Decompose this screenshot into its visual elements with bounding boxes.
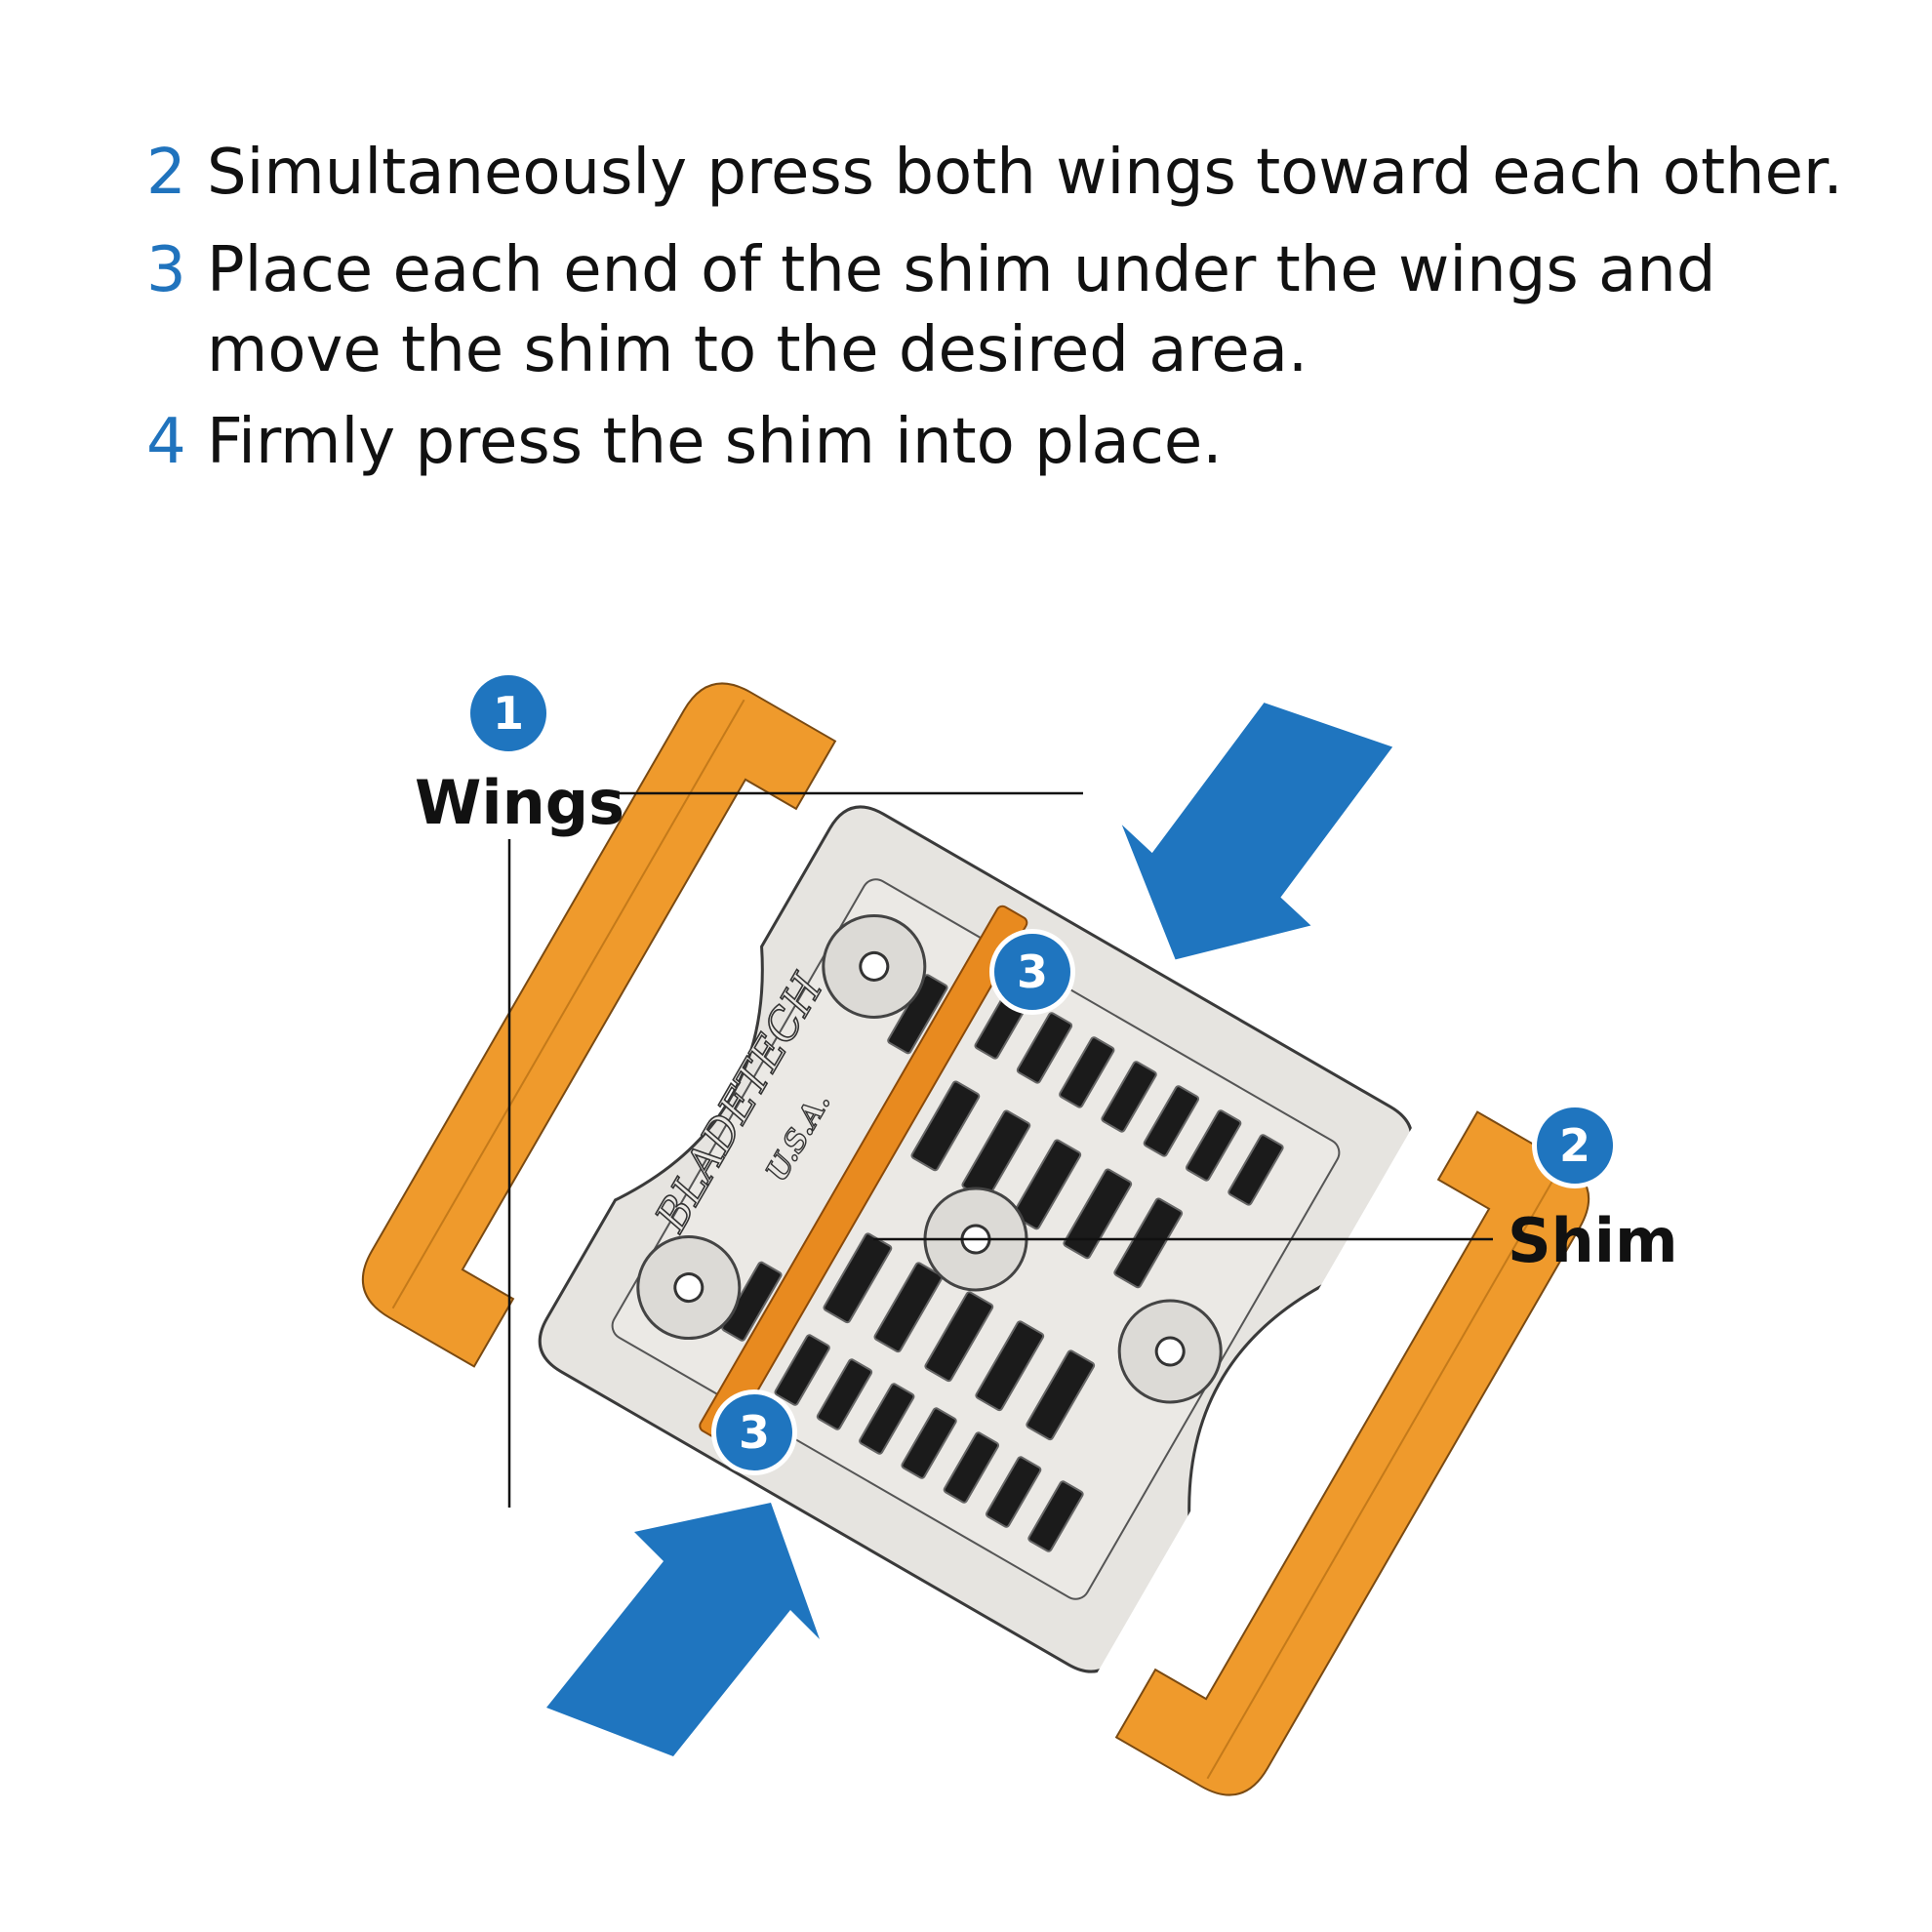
slot	[887, 974, 948, 1055]
step-2: 2 Simultaneously press both wings toward…	[146, 133, 1866, 213]
wing-left	[361, 682, 837, 1368]
step-text: Place each end of the shim under the win…	[207, 234, 1716, 386]
callout-badge-wings: 1	[465, 670, 551, 756]
wing-edge	[391, 699, 745, 1309]
screw-hole	[1154, 1336, 1186, 1367]
step-4: 4 Firmly press the shim into place.	[146, 402, 1866, 482]
callout-badge-shim: 2	[1532, 1103, 1618, 1188]
press-arrow-icon	[546, 1503, 820, 1756]
slot	[1059, 1036, 1115, 1108]
slot-group	[721, 974, 1284, 1552]
slot	[1113, 1197, 1184, 1289]
slot	[859, 1383, 915, 1455]
shim-label: Shim	[1508, 1205, 1678, 1276]
wings-label: Wings	[415, 767, 625, 838]
slot	[1026, 1349, 1096, 1441]
slot	[943, 1431, 1000, 1504]
screw-hole	[859, 950, 890, 982]
slot	[910, 1080, 981, 1172]
callout-badge-shim-top: 3	[989, 929, 1075, 1015]
slot	[774, 1334, 830, 1406]
slot	[816, 1358, 873, 1430]
screw-hole	[673, 1272, 704, 1304]
screw-holes	[636, 913, 1223, 1404]
slot	[1016, 1012, 1073, 1084]
slot	[1143, 1085, 1200, 1157]
callout-badge-shim-bottom: 3	[711, 1389, 797, 1475]
step-text: Firmly press the shim into place.	[207, 406, 1223, 478]
step-text: Simultaneously press both wings toward e…	[207, 137, 1843, 209]
slot	[1027, 1480, 1084, 1552]
step-number: 4	[146, 406, 186, 478]
wing-window	[1093, 1121, 1545, 1747]
step-3: 3 Place each end of the shim under the w…	[146, 230, 1866, 390]
step-number: 2	[146, 137, 186, 209]
slot	[901, 1407, 957, 1479]
slot	[1186, 1109, 1242, 1182]
slot	[924, 1291, 994, 1383]
slot	[1101, 1061, 1157, 1133]
slot	[975, 1320, 1045, 1412]
slot	[873, 1262, 944, 1353]
slot	[721, 1261, 783, 1342]
press-arrow-icon	[1121, 703, 1393, 960]
step-number: 3	[146, 234, 186, 306]
slot	[1228, 1134, 1284, 1206]
wing-edge	[1206, 1169, 1560, 1780]
slot	[986, 1456, 1042, 1528]
slot	[1063, 1168, 1133, 1260]
